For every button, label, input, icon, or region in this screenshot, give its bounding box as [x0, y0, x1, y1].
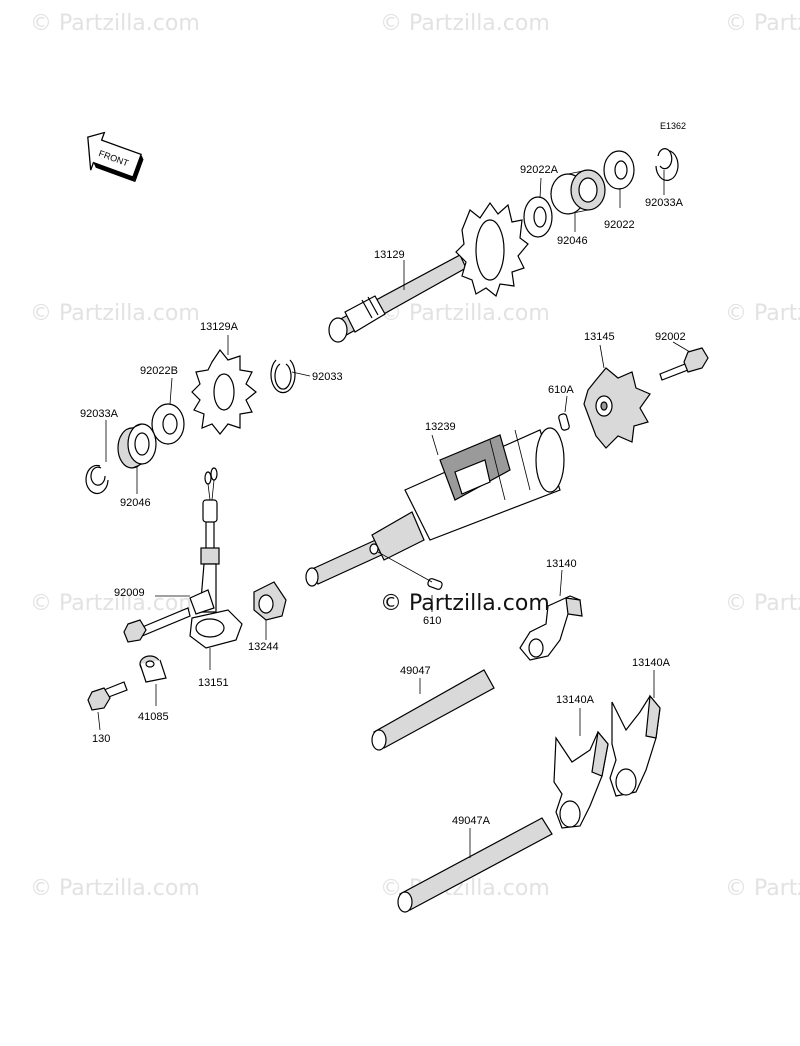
watermark: © Partzilla.com [30, 591, 200, 616]
watermark: © Partzilla.com [725, 11, 800, 36]
part-label-610A: 610A [548, 384, 574, 396]
part-label-13244: 13244 [248, 641, 279, 653]
pin-610A [558, 413, 570, 431]
watermark: © Partzilla.com [30, 301, 200, 326]
part-label-92033: 92033 [312, 371, 343, 383]
circlip-92033 [270, 359, 296, 394]
part-label-13239: 13239 [425, 421, 456, 433]
part-label-13140: 13140 [546, 558, 577, 570]
shift-drum-cam-13145 [583, 367, 651, 449]
shift-drum-13239 [305, 427, 565, 587]
washer-92022B [151, 403, 185, 445]
collar-41085 [139, 655, 167, 683]
needle-bearing-92046-left [117, 423, 157, 469]
washer-92022 [603, 150, 635, 190]
bolt-92009 [123, 607, 191, 643]
part-label-92009: 92009 [114, 587, 145, 599]
part-label-92002: 92002 [655, 331, 686, 343]
rod-49047A [397, 817, 553, 913]
part-label-49047A: 49047A [452, 815, 491, 827]
watermark: © Partzilla.com [725, 301, 800, 326]
watermark: © Partzilla.com [725, 591, 800, 616]
watermark: © Partzilla.com [380, 11, 550, 36]
bolt-92002 [659, 347, 709, 381]
needle-bearing-92046-top [550, 169, 606, 215]
spacer-13244 [253, 581, 287, 621]
gear-13129A [191, 348, 257, 435]
part-label-130: 130 [92, 733, 110, 745]
shift-shaft-13151 [189, 467, 243, 649]
watermark-group: © Partzilla.com © Partzilla.com © Partzi… [30, 11, 800, 901]
watermark: © Partzilla.com [30, 11, 200, 36]
watermark: © Partzilla.com [380, 301, 550, 326]
part-label-49047: 49047 [400, 665, 431, 677]
part-label-92046-top: 92046 [557, 235, 588, 247]
pin-610 [427, 578, 443, 590]
shift-fork-13140A-left [553, 730, 609, 829]
bolt-130 [87, 681, 128, 711]
part-label-13140A-left: 13140A [556, 694, 595, 706]
front-arrow-icon: FRONT [87, 131, 144, 183]
part-label-13145: 13145 [584, 331, 615, 343]
part-label-13129: 13129 [374, 249, 405, 261]
diagram-ref-label: E1362 [660, 121, 686, 131]
watermark: © Partzilla.com [725, 876, 800, 901]
part-label-92033A-left: 92033A [80, 408, 119, 420]
part-labels: 13129 92022A 92022 92033A 92046 13129A 9… [80, 164, 686, 827]
part-label-13151: 13151 [198, 677, 229, 689]
part-label-92022B: 92022B [140, 365, 178, 377]
watermark: © Partzilla.com [30, 876, 200, 901]
shift-fork-13140 [519, 595, 583, 661]
shift-fork-13140A-right [609, 694, 661, 797]
washer-92022A [523, 196, 553, 238]
shaft-13129 [328, 254, 467, 343]
part-label-13140A-right: 13140A [632, 657, 671, 669]
circlip-92033A-left [85, 464, 109, 495]
part-label-92022: 92022 [604, 219, 635, 231]
part-label-610: 610 [423, 615, 441, 627]
part-label-13129A: 13129A [200, 321, 239, 333]
watermark-main: © Partzilla.com [380, 591, 550, 616]
circlip-92033A-top [655, 148, 679, 181]
part-label-92046-left: 92046 [120, 497, 151, 509]
part-label-41085: 41085 [138, 711, 169, 723]
part-label-92033A-top: 92033A [645, 197, 684, 209]
gear-13129-teeth [455, 201, 529, 298]
rod-49047 [371, 669, 495, 751]
part-label-92022A: 92022A [520, 164, 559, 176]
